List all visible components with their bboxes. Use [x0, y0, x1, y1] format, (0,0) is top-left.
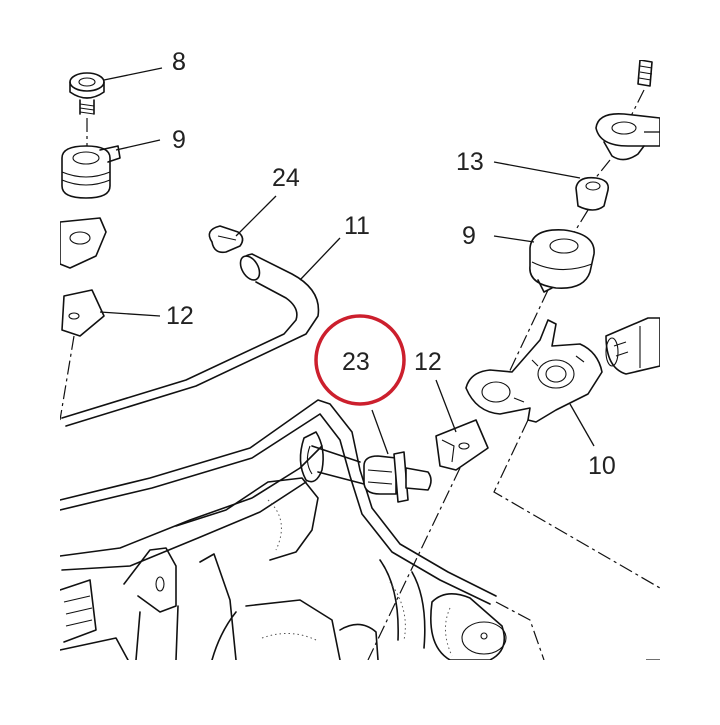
callout-10: 10 [588, 452, 616, 480]
leader-11 [299, 237, 341, 281]
callout-9-right: 9 [462, 222, 476, 250]
callout-9-left: 9 [172, 126, 186, 154]
callout-24: 24 [272, 164, 300, 192]
part-8-bolt [69, 72, 105, 115]
leader-12-middle [435, 379, 457, 433]
frame-body [59, 399, 497, 661]
part-23-valve [363, 451, 432, 503]
top-margin [0, 0, 720, 60]
part-canister-lower-right [430, 593, 507, 661]
leader-8 [103, 67, 163, 81]
axis-line [495, 601, 545, 661]
callout-12-left: 12 [166, 302, 194, 330]
part-bolt-top-right [637, 59, 653, 87]
leader-13 [493, 161, 581, 179]
axis-line [367, 467, 461, 661]
axis-line [59, 335, 75, 421]
part-connector-right [605, 317, 661, 375]
axis-line [593, 159, 611, 181]
axis-line [493, 419, 661, 589]
left-margin [0, 0, 60, 720]
part-11-hose [61, 253, 320, 427]
part-9-grommet-left [61, 145, 121, 199]
callout-12-middle: 12 [414, 348, 442, 376]
part-12-clip-left [61, 289, 105, 337]
leader-9-left [115, 139, 161, 151]
callout-11: 11 [344, 212, 370, 240]
part-bracket-left [59, 217, 107, 269]
part-13-spacer [575, 176, 610, 211]
part-9-grommet-right [529, 229, 595, 293]
leader-23 [371, 409, 389, 455]
highlight-circle [314, 314, 406, 406]
axis-line [629, 89, 645, 119]
part-bushing-top-right [595, 112, 661, 161]
right-margin [660, 0, 720, 720]
leader-9-right [493, 235, 535, 243]
bottom-margin [0, 660, 720, 720]
leader-24 [235, 195, 277, 237]
callout-23: 23 [342, 348, 370, 376]
leader-12-left [99, 311, 161, 317]
callout-13: 13 [456, 148, 484, 176]
part-10-bracket-assembly [465, 319, 603, 423]
part-12-clip-middle [435, 419, 489, 471]
leader-10 [569, 403, 595, 447]
leader-lines [99, 67, 660, 455]
callout-8-visible: 8 [172, 48, 186, 76]
part-24-clamp [208, 225, 244, 254]
